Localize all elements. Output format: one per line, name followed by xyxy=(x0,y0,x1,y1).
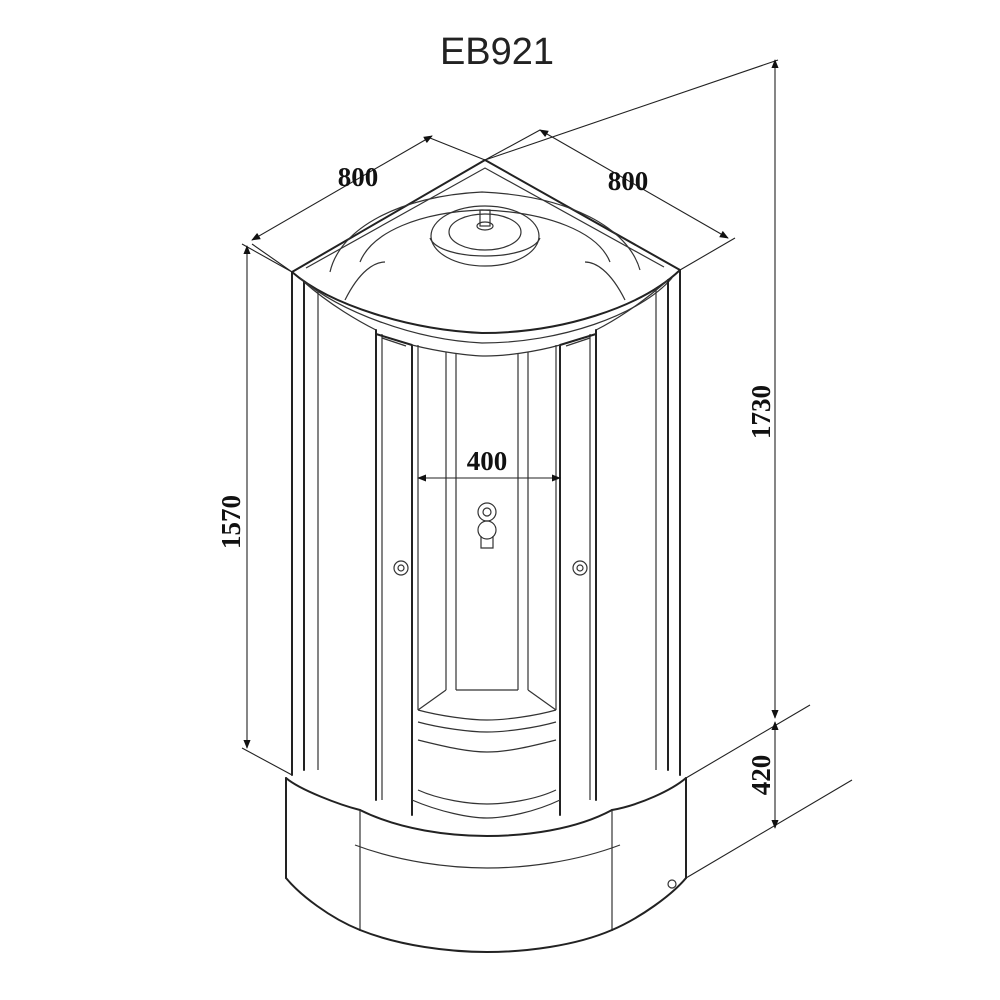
label-width-left: 800 xyxy=(338,162,379,192)
label-cabin-height: 1570 xyxy=(216,495,246,549)
dimension-cabin-height: 1570 xyxy=(216,243,293,776)
shower-head xyxy=(476,209,494,231)
model-title: EB921 xyxy=(440,31,554,73)
shower-mixer xyxy=(477,502,497,549)
inner-seat xyxy=(411,709,561,819)
dimension-door-opening: 400 xyxy=(417,446,561,482)
right-side-panel xyxy=(589,269,681,801)
left-side-panel xyxy=(291,271,383,801)
label-tray-height: 420 xyxy=(746,755,776,796)
dimension-tray-height: 420 xyxy=(685,721,853,879)
label-width-right: 800 xyxy=(608,166,649,196)
dimension-width-left: 800 xyxy=(251,135,486,273)
shower-tray xyxy=(285,777,687,953)
label-total-height: 1730 xyxy=(746,385,776,439)
dimension-width-right: 800 xyxy=(484,129,736,271)
label-door-opening: 400 xyxy=(467,446,508,476)
back-wall xyxy=(411,344,561,711)
dimension-total-height: 1730 xyxy=(484,59,811,779)
